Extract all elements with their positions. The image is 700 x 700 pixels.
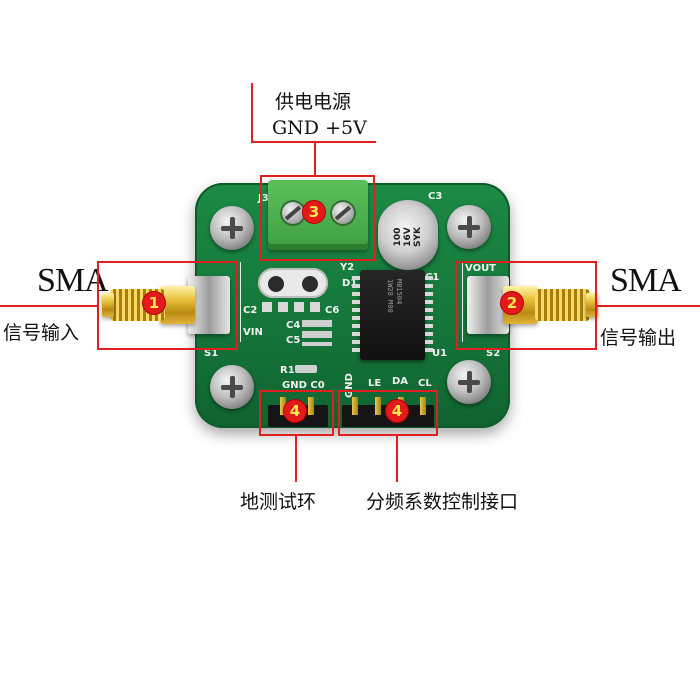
silk-c4: C4: [286, 320, 301, 331]
power-badge: 3: [303, 201, 325, 223]
sma-input-body: [160, 286, 195, 324]
silk-outline-right: [462, 262, 463, 342]
silk-c3: C3: [428, 191, 443, 202]
sma-output-badge: 2: [501, 292, 523, 314]
sma-output-type-label: SMA: [610, 262, 682, 299]
ic-marking-line2: 1W28 M00: [386, 279, 394, 313]
terminal-screw-5v-icon: [330, 200, 356, 226]
silk-outline-left: [240, 262, 241, 342]
capacitor-marking-line1: 100: [392, 227, 403, 247]
screw-bottom-left-icon: [210, 365, 254, 409]
control-leader-line: [396, 436, 398, 482]
control-highlight-box: [338, 390, 438, 436]
silk-j3: J3: [258, 193, 269, 204]
crystal-hole-right: [302, 276, 318, 292]
sma-input-type-label: SMA: [37, 262, 109, 299]
power-highlight-box: [260, 175, 375, 261]
sma-input-badge: 1: [143, 292, 165, 314]
sma-output-leader-line: [596, 305, 700, 307]
silk-d1: D1: [342, 278, 358, 289]
silk-gnd-c0: GND C0: [282, 380, 325, 391]
silk-da: DA: [392, 376, 409, 387]
power-leader-line: [314, 141, 316, 175]
sma-input-leader-line: [0, 305, 98, 307]
silk-c6: C6: [325, 305, 340, 316]
terminal-screw-gnd-icon: [280, 200, 306, 226]
silk-vin: VIN: [243, 327, 263, 338]
sma-output-desc-label: 信号输出: [600, 327, 677, 349]
ground-ring-desc-label: 地测试环: [240, 491, 317, 513]
capacitor-marking-line2: 16V: [402, 227, 413, 247]
control-desc-label: 分频系数控制接口: [366, 491, 519, 513]
silk-y2: Y2: [340, 262, 355, 273]
smd-pads-mid: [302, 320, 332, 346]
sma-input-desc-label: 信号输入: [3, 322, 80, 344]
pll-ic-chip: MB1504 1W28 M00: [352, 270, 433, 360]
ic-pins-right: [425, 276, 433, 356]
screw-top-left-icon: [210, 206, 254, 250]
sma-input-tip: [102, 293, 114, 317]
crystal-hole-left: [268, 276, 284, 292]
sma-input-highlight-box: [97, 261, 238, 350]
silk-le: LE: [368, 378, 382, 389]
power-bracket-horizontal: [251, 141, 376, 143]
silk-u1: U1: [432, 348, 448, 359]
smd-pads-left: [262, 302, 322, 312]
silk-s1: S1: [204, 348, 219, 359]
silk-cl: CL: [418, 378, 432, 389]
electrolytic-capacitor: [378, 200, 438, 270]
ground-ring-leader-line: [295, 436, 297, 482]
power-supply-label: 供电电源: [275, 91, 352, 113]
sma-input-mount-plate: [188, 276, 230, 334]
power-pins-label: GND +5V: [272, 117, 367, 139]
ic-marking: MB1504 1W28 M00: [385, 279, 403, 339]
silk-vout: VOUT: [465, 263, 497, 274]
sma-output-highlight-box: [456, 261, 597, 350]
screw-top-right-icon: [447, 205, 491, 249]
smd-pads-r1: [295, 365, 317, 373]
ground-ring-highlight-box: [259, 390, 334, 436]
capacitor-marking: 100 16V SYK: [393, 227, 423, 247]
ic-pins-left: [352, 276, 360, 356]
control-badge: 4: [386, 400, 408, 422]
capacitor-marking-line3: SYK: [412, 227, 423, 247]
silk-c2: C2: [243, 305, 258, 316]
silk-s2: S2: [486, 348, 501, 359]
power-bracket-vertical: [251, 83, 253, 143]
silk-c5: C5: [286, 335, 301, 346]
ground-ring-badge: 4: [284, 400, 306, 422]
silk-r1: R1: [280, 365, 295, 376]
screw-bottom-right-icon: [447, 360, 491, 404]
sma-output-thread: [535, 289, 590, 321]
ic-marking-line1: MB1504: [395, 279, 403, 305]
